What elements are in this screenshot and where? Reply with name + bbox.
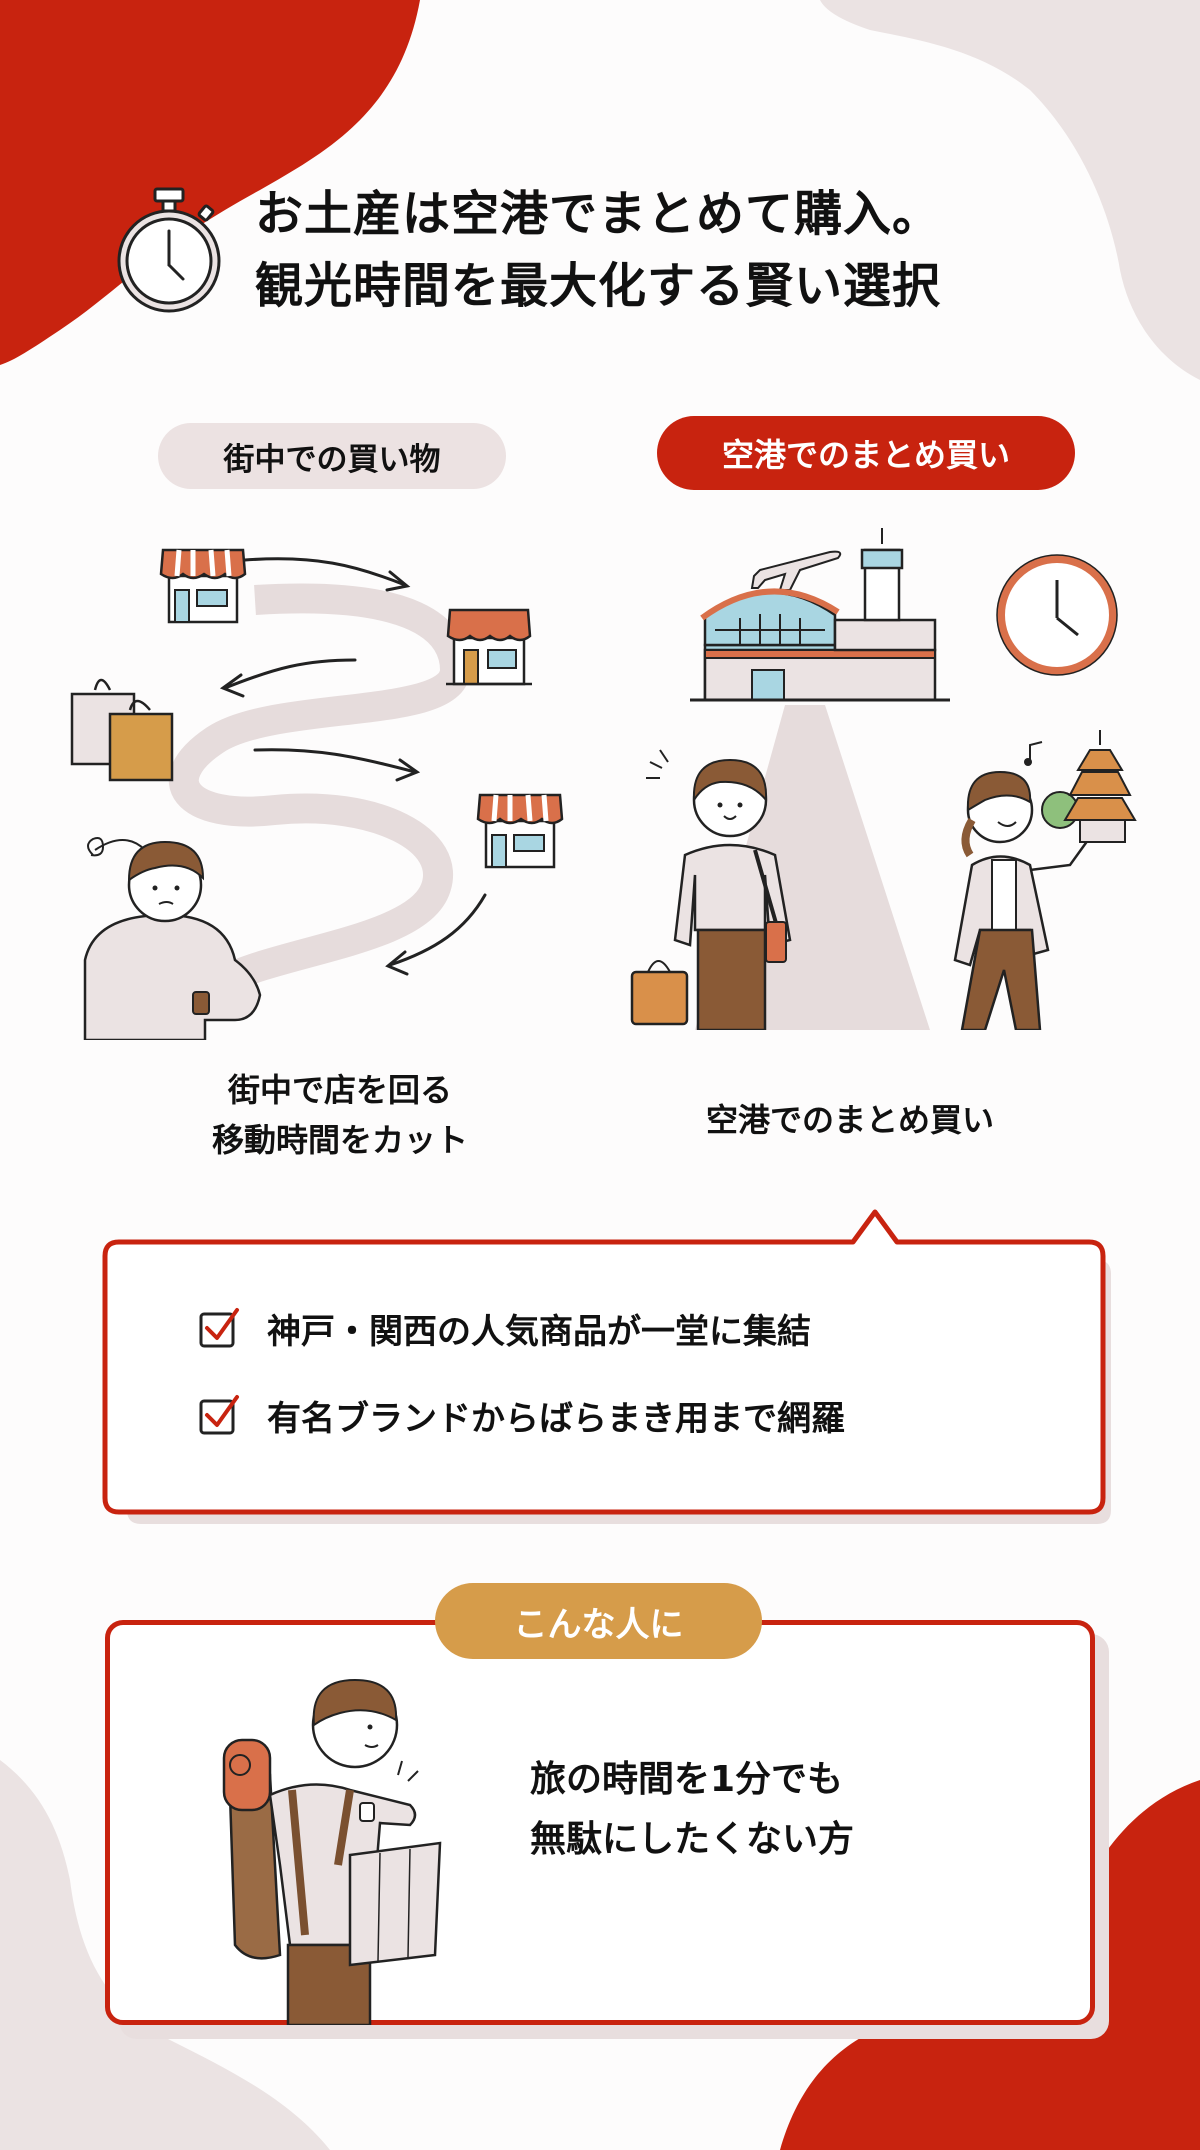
backpacker-illustration xyxy=(222,1678,442,2025)
clock-icon xyxy=(996,554,1118,676)
page-header: お土産は空港でまとめて購入。 観光時間を最大化する賢い選択 xyxy=(115,170,1115,330)
shop-icon xyxy=(476,793,564,869)
target-text-line1: 旅の時間を1分でも xyxy=(530,1759,844,1800)
winding-road xyxy=(168,583,471,994)
worried-person-icon xyxy=(83,837,262,1040)
happy-man-icon xyxy=(630,749,792,1030)
airplane-icon xyxy=(750,550,842,591)
city-caption-line2: 移動時間をカット xyxy=(211,1121,468,1159)
checkbox-checked-icon xyxy=(199,1394,239,1434)
bottom-right-red-blob xyxy=(780,1780,1200,2150)
airport-caption: 空港でのまとめ買い xyxy=(705,1101,994,1139)
top-right-gray-blob xyxy=(820,0,1200,380)
top-left-red-blob xyxy=(0,0,420,365)
shop-icon xyxy=(446,608,532,686)
bottom-left-gray-blob xyxy=(0,1760,330,2150)
benefit-item: 神戸・関西の人気商品が一堂に集結 xyxy=(197,1304,845,1353)
benefit-item: 有名ブランドからばらまき用まで網羅 xyxy=(197,1391,845,1440)
benefits-box: 神戸・関西の人気商品が一堂に集結 有名ブランドからばらまき用まで網羅 xyxy=(102,1209,1111,1524)
benefit-text: 神戸・関西の人気商品が一堂に集結 xyxy=(267,1312,811,1352)
target-badge: こんな人に xyxy=(435,1583,762,1659)
page-title-line2: 観光時間を最大化する賢い選択 xyxy=(255,258,942,314)
label-city-shopping: 街中での買い物 xyxy=(158,423,506,489)
checkbox-checked-icon xyxy=(199,1307,239,1347)
benefit-text: 有名ブランドからばらまき用まで網羅 xyxy=(267,1399,845,1439)
target-text: 旅の時間を1分でも 無駄にしたくない方 xyxy=(530,1750,854,1870)
target-text-line2: 無駄にしたくない方 xyxy=(530,1819,855,1860)
city-shopping-illustration xyxy=(70,548,564,1040)
target-audience-box: こんな人に 旅の時間を1分でも 無駄にしたくない方 xyxy=(105,1583,1095,2025)
airport-shopping-illustration xyxy=(630,528,1137,1030)
stopwatch-icon xyxy=(117,187,221,313)
page-title-line1: お土産は空港でまとめて購入。 xyxy=(255,186,942,242)
airport-terminal-icon xyxy=(690,528,950,702)
shopping-bags-icon xyxy=(70,678,174,782)
pagoda-icon xyxy=(1063,730,1137,843)
speech-bubble-frame xyxy=(102,1209,1111,1524)
shop-icon xyxy=(159,548,247,624)
benefits-list: 神戸・関西の人気商品が一堂に集結 有名ブランドからばらまき用まで網羅 xyxy=(197,1304,845,1440)
arrow-icon xyxy=(219,557,487,976)
city-caption: 街中で店を回る 移動時間をカット xyxy=(150,1065,530,1165)
city-caption-line1: 街中で店を回る xyxy=(227,1071,452,1109)
label-airport-shopping: 空港でのまとめ買い xyxy=(657,416,1075,490)
happy-woman-icon xyxy=(953,730,1137,1030)
